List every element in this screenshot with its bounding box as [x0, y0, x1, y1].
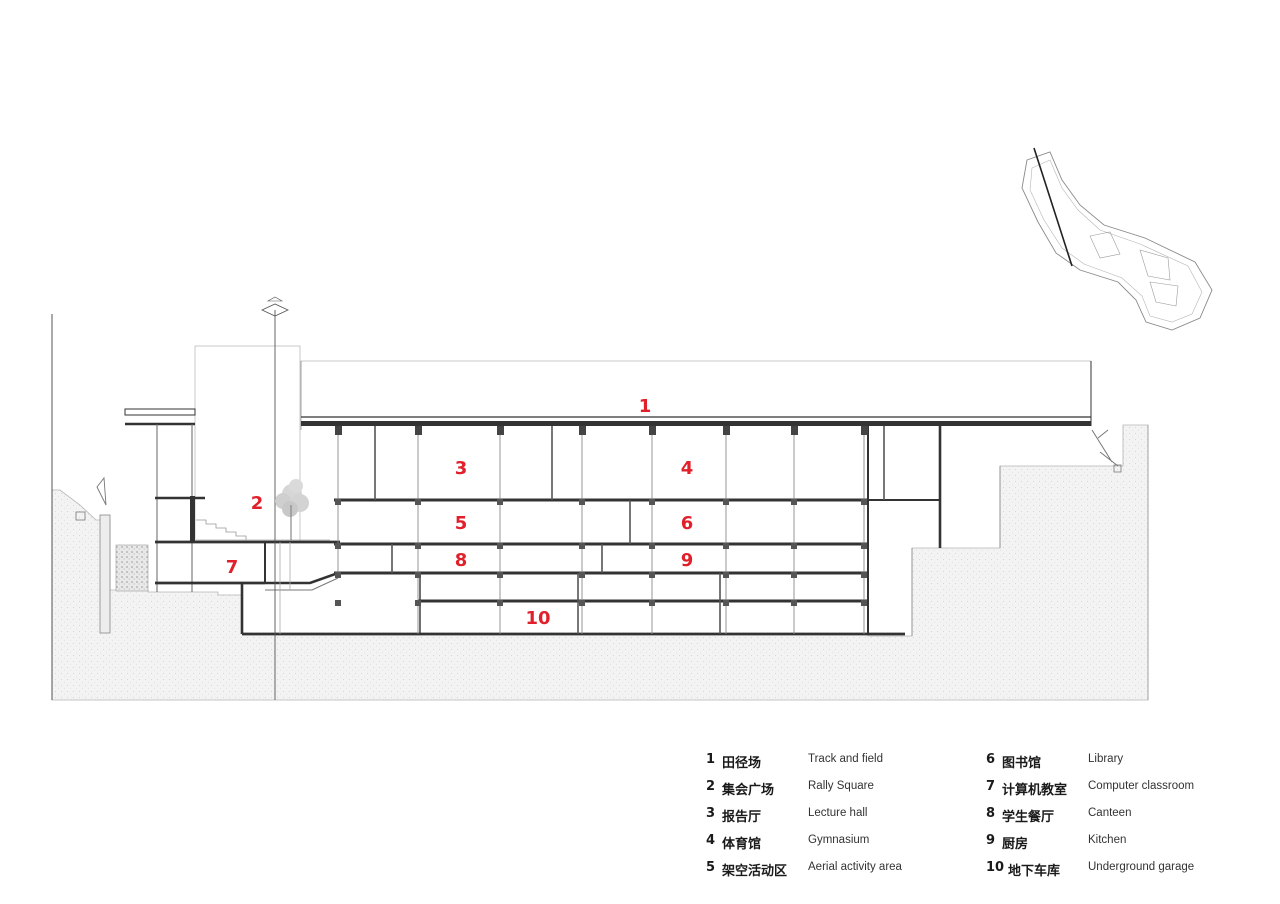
- label-gymnasium: 4: [681, 458, 694, 479]
- label-lecture-hall: 3: [455, 458, 468, 479]
- label-canteen: 8: [455, 550, 468, 571]
- label-rally-square: 2: [251, 493, 264, 514]
- column-joint: [579, 600, 585, 606]
- column-joint: [579, 543, 585, 549]
- legend-english-label: Rally Square: [808, 780, 874, 792]
- structural-columns: [335, 426, 885, 634]
- column-joint: [649, 543, 655, 549]
- label-aerial-activity-area: 5: [455, 513, 468, 534]
- legend-index: 5: [706, 860, 716, 875]
- column-joint: [497, 499, 503, 505]
- legend-chinese-label: 集会广场: [722, 783, 775, 798]
- column-joint: [723, 499, 729, 505]
- column-capital: [497, 426, 504, 435]
- column-joint: [723, 572, 729, 578]
- legend-chinese-label: 报告厅: [722, 810, 762, 825]
- main-building-floors: [334, 426, 942, 634]
- legend: 1 田径场 Track and field 2 集会广场 Rally Square 3 报告厅…: [706, 752, 1266, 892]
- column-joint: [649, 572, 655, 578]
- column-capital: [335, 426, 342, 435]
- legend-index: 7: [986, 779, 996, 794]
- legend-chinese-label: 体育馆: [722, 837, 762, 852]
- column-joint: [861, 600, 867, 606]
- legend-chinese-label: 架空活动区: [722, 864, 788, 879]
- key-plan-map: [1021, 147, 1213, 331]
- column-joint: [791, 499, 797, 505]
- column-joint: [415, 543, 421, 549]
- column-joint: [497, 543, 503, 549]
- column-joint: [415, 499, 421, 505]
- label-kitchen: 9: [681, 550, 694, 571]
- column-joint: [723, 600, 729, 606]
- column-capital: [861, 426, 868, 435]
- column-joint: [649, 600, 655, 606]
- legend-index: 2: [706, 779, 716, 794]
- legend-index: 1: [706, 752, 716, 767]
- legend-chinese-label: 图书馆: [1002, 756, 1042, 771]
- column-joint: [791, 600, 797, 606]
- column-joint: [579, 572, 585, 578]
- column-joint: [415, 572, 421, 578]
- column-capital: [723, 426, 730, 435]
- legend-english-label: Canteen: [1088, 807, 1132, 819]
- column-joint: [335, 600, 341, 606]
- legend-chinese-label: 田径场: [722, 756, 762, 771]
- column-capital: [791, 426, 798, 435]
- legend-english-label: Kitchen: [1088, 834, 1127, 846]
- legend-index: 6: [986, 752, 996, 767]
- column-joint: [861, 572, 867, 578]
- legend-index: 10: [986, 860, 1005, 875]
- legend-index: 4: [706, 833, 716, 848]
- column-joint: [497, 600, 503, 606]
- column-joint: [497, 572, 503, 578]
- column-joint: [335, 499, 341, 505]
- legend-english-label: Underground garage: [1088, 861, 1195, 873]
- legend-index: 9: [986, 833, 996, 848]
- legend-chinese-label: 学生餐厅: [1002, 810, 1055, 825]
- legend-english-label: Aerial activity area: [808, 861, 902, 873]
- column-joint: [579, 499, 585, 505]
- column-joint: [791, 543, 797, 549]
- legend-index: 8: [986, 806, 996, 821]
- column-capital: [579, 426, 586, 435]
- light-pole: [261, 296, 289, 700]
- label-track-and-field: 1: [639, 396, 652, 417]
- tree-icon: [275, 479, 309, 540]
- legend-english-label: Lecture hall: [808, 807, 868, 819]
- column-joint: [861, 499, 867, 505]
- column-joint: [861, 543, 867, 549]
- column-capital: [649, 426, 656, 435]
- legend-english-label: Gymnasium: [808, 834, 870, 846]
- legend-chinese-label: 计算机教室: [1002, 783, 1068, 798]
- legend-english-label: Computer classroom: [1088, 780, 1195, 792]
- column-joint: [335, 572, 341, 578]
- column-joint: [791, 572, 797, 578]
- section-labels: 1 2 3 4 5 6 7 8 9 10: [226, 396, 694, 629]
- legend-english-label: Track and field: [808, 753, 883, 765]
- legend-chinese-label: 地下车库: [1008, 864, 1061, 879]
- ground-mass: [51, 314, 1149, 701]
- label-underground-garage: 10: [525, 608, 550, 629]
- column-joint: [649, 499, 655, 505]
- right-embankment: [75, 429, 1122, 636]
- column-capital: [415, 426, 422, 435]
- label-computer-classroom: 7: [226, 557, 239, 578]
- main-roof-track: [300, 360, 1092, 430]
- legend-english-label: Library: [1088, 753, 1124, 765]
- legend-index: 3: [706, 806, 716, 821]
- legend-chinese-label: 厨房: [1002, 837, 1029, 852]
- label-library: 6: [681, 513, 694, 534]
- column-joint: [335, 543, 341, 549]
- column-joint: [723, 543, 729, 549]
- column-joint: [415, 600, 421, 606]
